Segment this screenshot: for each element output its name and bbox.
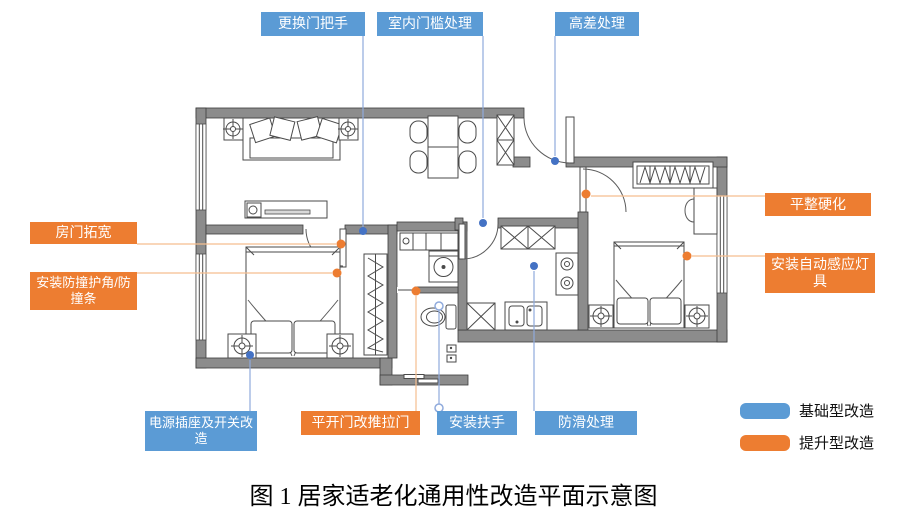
- floor-plan: [137, 36, 765, 413]
- desk: [684, 187, 718, 235]
- kitchen-sink-counter: [504, 301, 548, 331]
- legend-swatch-basic: [740, 402, 790, 419]
- bedroom2-bed: [613, 241, 685, 329]
- legend-item-enhanced: 提升型改造: [740, 434, 900, 452]
- entrance-door: [523, 116, 575, 164]
- legend-label-enhanced: 提升型改造: [799, 435, 875, 452]
- label-socket-switch-renovation: 电源插座及开关改造: [145, 411, 257, 451]
- bathroom-sliding-door: [403, 374, 439, 384]
- label-install-grab-bars: 安装扶手: [437, 411, 517, 435]
- kitchen-corner-cabinet: [466, 302, 496, 331]
- label-surface-leveling: 平整硬化: [765, 193, 871, 216]
- stove: [555, 252, 579, 296]
- bedroom2-door: [579, 166, 627, 213]
- bedroom2-wardrobe: [632, 161, 714, 189]
- figure-caption: 图 1 居家适老化通用性改造平面示意图: [249, 484, 658, 510]
- label-swing-to-sliding-door: 平开门改推拉门: [301, 411, 420, 435]
- legend-label-basic: 基础型改造: [799, 403, 875, 420]
- side-table-right: [338, 117, 359, 141]
- label-auto-sensor-lights: 安装自动感应灯具: [765, 253, 875, 293]
- label-anti-collision-guards: 安装防撞护角/防撞条: [30, 272, 137, 310]
- dining-table: [409, 115, 477, 179]
- bedroom2-window: [716, 195, 728, 294]
- legend: 基础型改造 提升型改造: [740, 402, 900, 466]
- legend-item-basic: 基础型改造: [740, 402, 900, 420]
- bathroom-fixtures: [399, 232, 459, 363]
- bathroom-accessories: [446, 344, 457, 363]
- bathroom-cabinet: [399, 232, 459, 251]
- living-room-furniture: [223, 114, 515, 219]
- legend-swatch-enhanced: [740, 434, 790, 451]
- label-replace-door-handles: 更换门把手: [261, 12, 365, 36]
- leader-lines: [137, 36, 765, 413]
- bedroom1-wardrobe: [363, 253, 388, 356]
- label-indoor-threshold-treatment: 室内门槛处理: [377, 12, 483, 36]
- bedroom1-nightstand-right: [326, 333, 354, 359]
- label-anti-slip-treatment: 防滑处理: [535, 411, 637, 435]
- label-height-difference-treatment: 高差处理: [555, 12, 639, 36]
- bedroom2-furniture: [588, 161, 718, 329]
- bedroom2-nightstand-right: [684, 304, 710, 329]
- sofa: [242, 116, 343, 161]
- bathroom-inner-door: [397, 287, 415, 293]
- bedroom2-nightstand-left: [588, 304, 614, 329]
- kitchen-fixtures: [466, 225, 579, 331]
- kitchen-door: [458, 223, 499, 260]
- washing-machine: [428, 250, 459, 283]
- shoe-cabinet: [496, 114, 515, 166]
- label-door-widening: 房门拓宽: [30, 222, 137, 244]
- bedroom1-furniture: [227, 246, 388, 359]
- living-room-window: [195, 123, 207, 211]
- side-table-left: [223, 117, 244, 141]
- kitchen-upper-cabinets: [500, 225, 556, 250]
- bedroom1-bed: [245, 246, 341, 359]
- bedroom1-window: [195, 253, 207, 341]
- tv-cabinet: [244, 200, 328, 219]
